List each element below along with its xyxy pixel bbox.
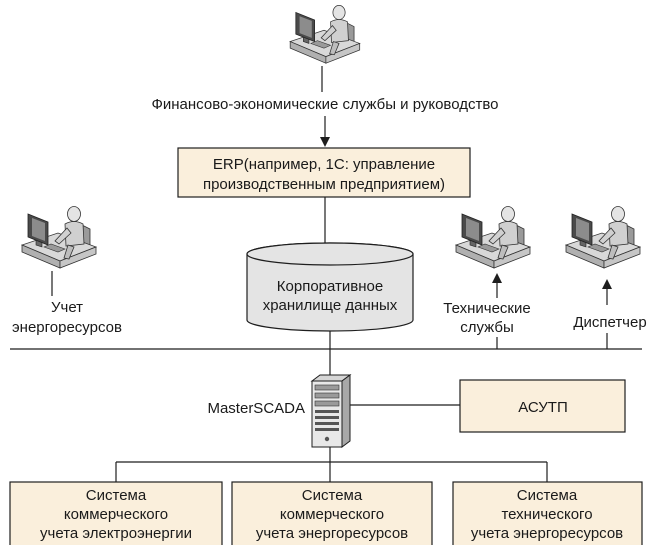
workstation-icon (289, 4, 361, 64)
storage-label-line-2: хранилище данных (263, 297, 398, 314)
technical-services-label-line-1: Технические (443, 300, 530, 317)
system-3-line-3: учета энергоресурсов (471, 525, 623, 542)
system-2-line-1: Система (302, 487, 363, 504)
server-icon (310, 374, 352, 448)
system-3-line-2: технического (501, 506, 592, 523)
arrowhead-up (602, 279, 612, 289)
energy-accounting-label-line-2: энергоресурсов (12, 319, 122, 336)
system-box-commercial-energy: Система коммерческого учета энергоресурс… (231, 481, 433, 545)
energy-accounting-label-line-1: Учет (51, 299, 83, 316)
system-1-line-1: Система (86, 487, 147, 504)
arrowhead-down (320, 137, 330, 147)
system-box-technical-energy: Система технического учета энергоресурсо… (452, 481, 643, 545)
workstation-icon (565, 206, 641, 269)
system-2-line-3: учета энергоресурсов (256, 525, 408, 542)
arrowhead-up (492, 273, 502, 283)
erp-label-line-1: ERP(например, 1С: управление (213, 156, 435, 173)
asutp-label: АСУТП (518, 399, 567, 416)
asutp-box: АСУТП (459, 379, 626, 433)
erp-box: ERP(например, 1С: управление производств… (177, 147, 471, 198)
system-3-line-1: Система (517, 487, 578, 504)
management-label: Финансово-экономические службы и руковод… (151, 96, 498, 113)
system-2-line-2: коммерческого (280, 506, 384, 523)
data-storage-cylinder: Корпоративное хранилище данных (246, 242, 414, 332)
dispatcher-label: Диспетчер (573, 314, 646, 331)
system-1-line-2: коммерческого (64, 506, 168, 523)
storage-label-line-1: Корпоративное (277, 278, 383, 295)
erp-label-line-2: производственным предприятием) (203, 176, 445, 193)
system-1-line-3: учета электроэнергии (40, 525, 192, 542)
system-box-electricity: Система коммерческого учета электроэнерг… (9, 481, 223, 545)
scada-label: MasterSCADA (207, 400, 305, 417)
workstation-icon (455, 206, 531, 269)
workstation-icon (21, 206, 97, 269)
technical-services-label-line-2: службы (460, 319, 514, 336)
